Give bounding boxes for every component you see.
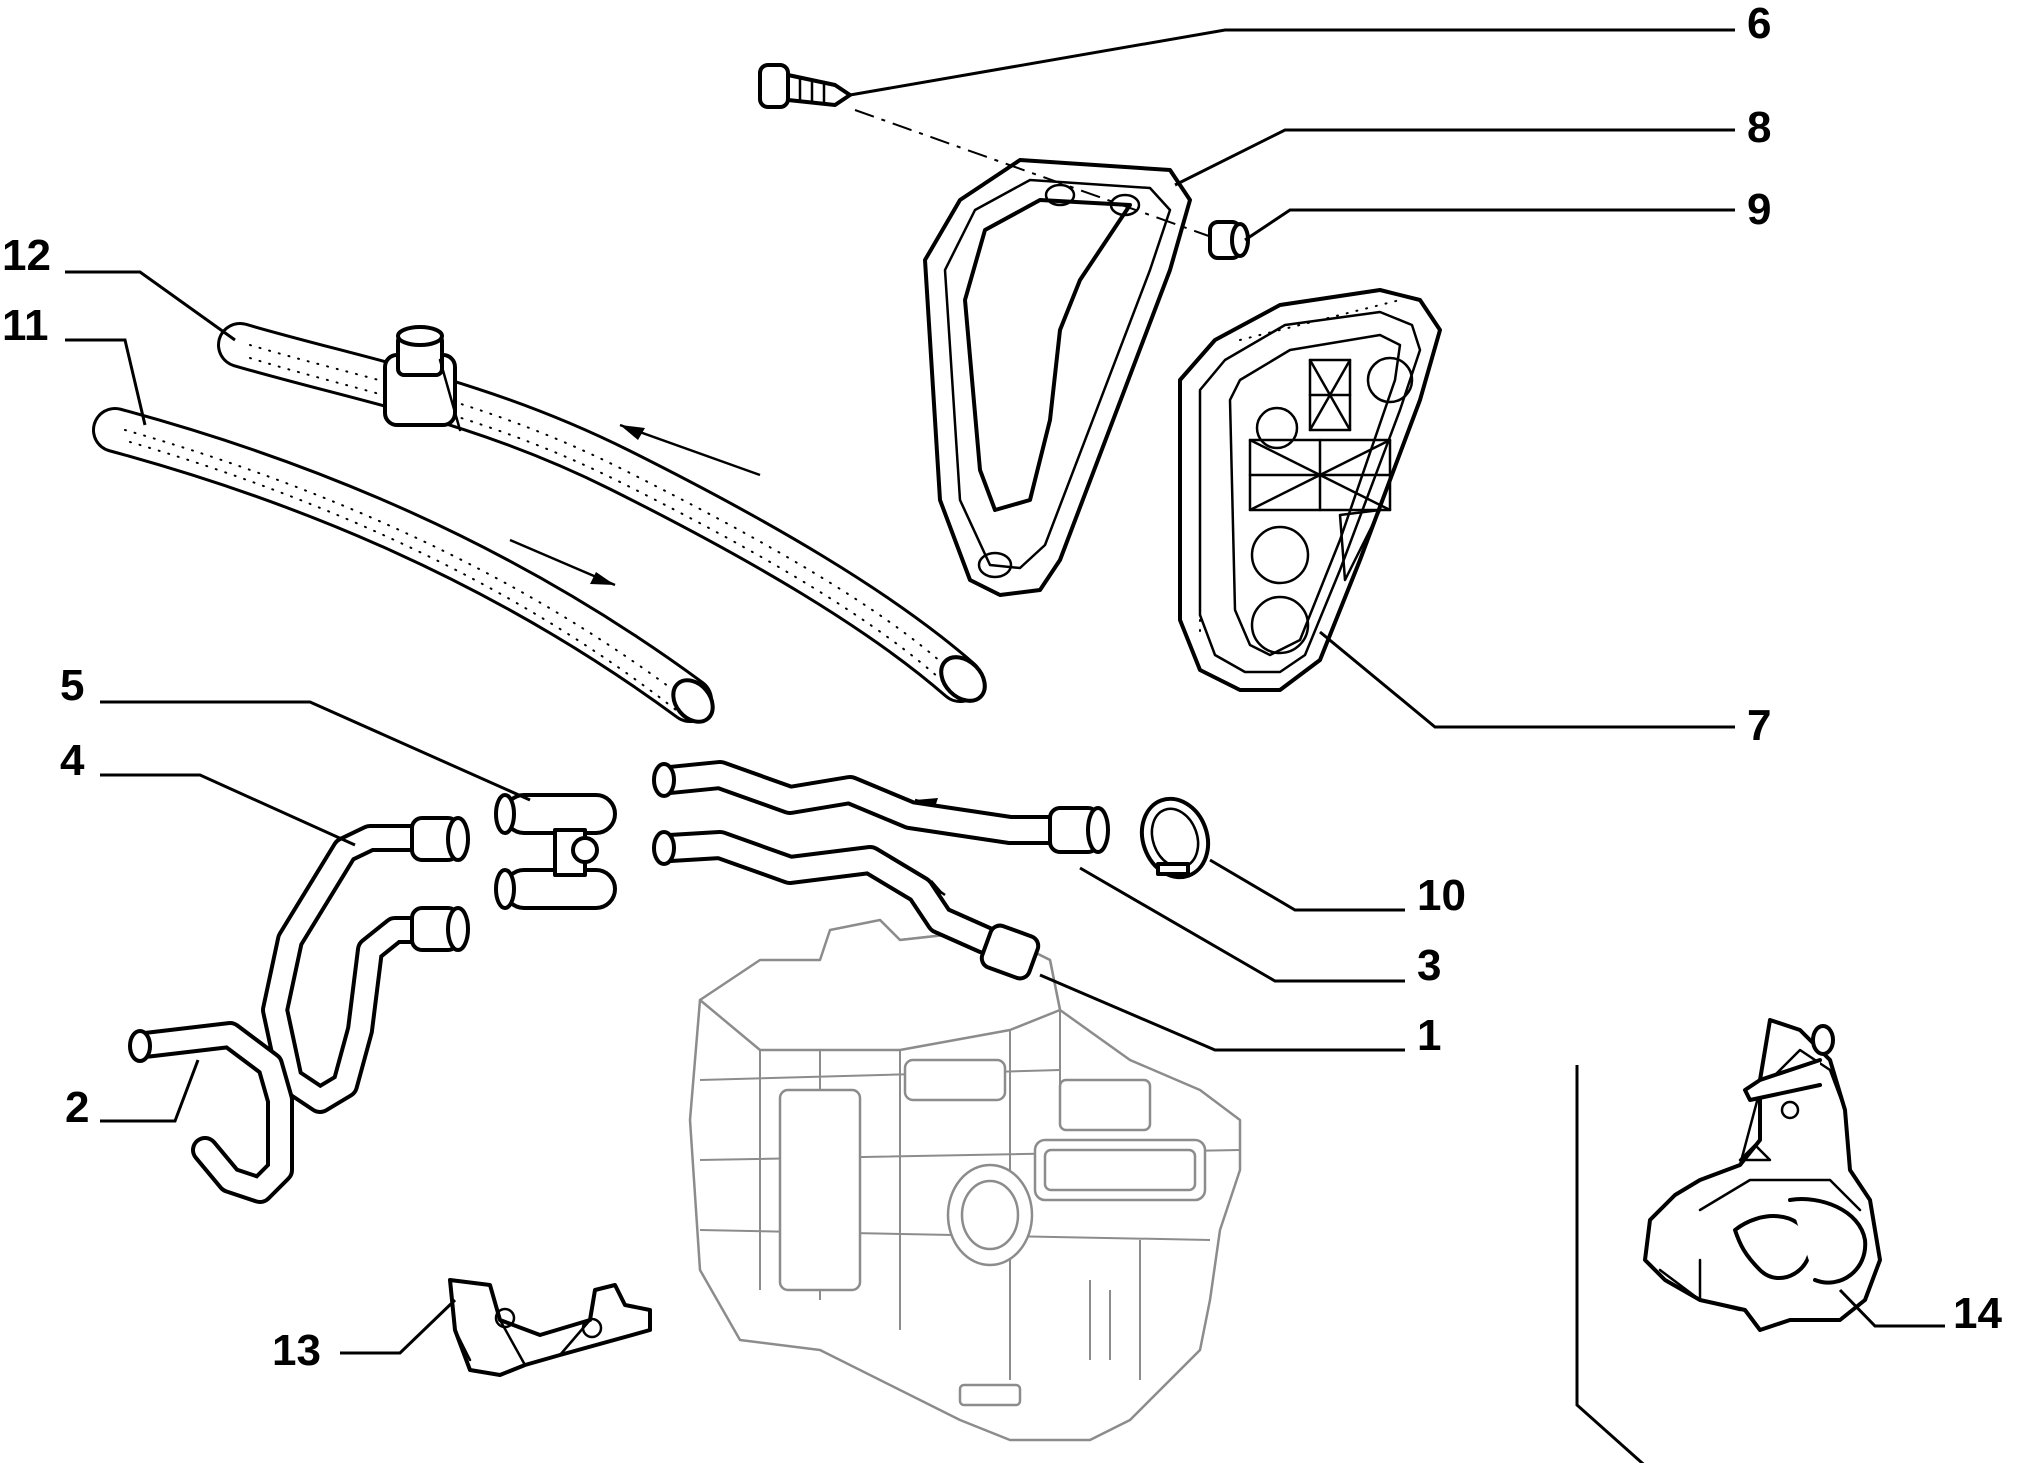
part-9-plug <box>1208 220 1250 260</box>
callout-4: 4 <box>60 736 85 785</box>
part-13-bracket <box>448 1278 652 1377</box>
callout-10: 10 <box>1417 871 1466 920</box>
part-4-heater-pipes <box>261 816 470 1114</box>
part-5-pipe-coupling <box>494 793 617 910</box>
part-8-flange-gasket <box>923 158 1192 597</box>
part-6-screw <box>758 63 1221 241</box>
part-7-sealing-plate <box>1178 288 1442 692</box>
part-3-heater-pipe <box>652 760 1110 854</box>
heater-unit-housing-ghost <box>688 918 1242 1442</box>
callout-14: 14 <box>1953 1289 2002 1338</box>
callout-3: 3 <box>1417 941 1441 990</box>
callout-11: 11 <box>2 301 49 350</box>
callout-7: 7 <box>1747 701 1771 750</box>
part-10-hose-clamp <box>1139 796 1211 880</box>
callout-5: 5 <box>60 661 84 710</box>
callout-6: 6 <box>1747 0 1771 48</box>
part-14-pipe-support <box>1643 1018 1882 1332</box>
callout-leader-lines <box>65 28 1945 1463</box>
callout-1: 1 <box>1417 1011 1441 1060</box>
callout-12: 12 <box>2 231 51 280</box>
callout-labels: 6 8 9 12 11 5 7 4 10 3 1 2 13 14 <box>2 0 2002 1375</box>
callout-9: 9 <box>1747 185 1771 234</box>
callout-13: 13 <box>272 1326 321 1375</box>
part-12-heater-hose-with-tee <box>217 322 987 703</box>
callout-2: 2 <box>65 1083 89 1132</box>
callout-8: 8 <box>1747 103 1771 152</box>
part-2-heater-pipe <box>128 1021 294 1204</box>
part-11-heater-hose <box>92 407 715 724</box>
part-1-heater-pipe <box>652 830 1041 981</box>
